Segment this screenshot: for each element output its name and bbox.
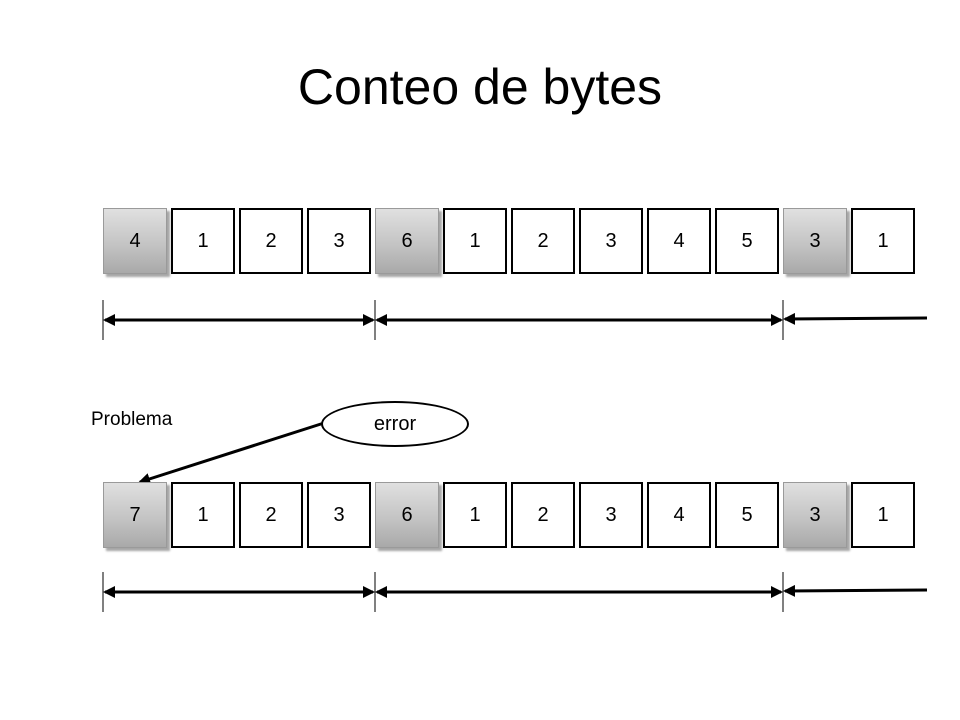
- data-byte-cell: 3: [307, 208, 371, 274]
- data-byte-cell: 1: [443, 482, 507, 548]
- data-byte-cell: 1: [851, 482, 915, 548]
- data-byte-cell: 2: [511, 208, 575, 274]
- data-byte-cell: 1: [171, 482, 235, 548]
- data-byte-cell: 2: [511, 482, 575, 548]
- count-byte-cell: 6: [375, 482, 439, 548]
- problem-label: Problema: [91, 409, 173, 430]
- row2-frame-arrows: [102, 572, 928, 612]
- data-byte-cell: 5: [715, 208, 779, 274]
- count-byte-cell: 3: [783, 208, 847, 274]
- row1-frame-arrows: [102, 300, 928, 340]
- frame-span-arrow: [783, 584, 928, 597]
- data-byte-cell: 1: [443, 208, 507, 274]
- count-byte-cell: 6: [375, 208, 439, 274]
- data-byte-cell: 3: [307, 482, 371, 548]
- data-byte-cell: 4: [647, 208, 711, 274]
- slide-title: Conteo de bytes: [297, 59, 663, 115]
- data-byte-cell: 2: [239, 482, 303, 548]
- data-byte-cell: 1: [851, 208, 915, 274]
- data-byte-cell: 3: [579, 208, 643, 274]
- count-byte-cell: 3: [783, 482, 847, 548]
- count-byte-cell: 4: [103, 208, 167, 274]
- data-byte-cell: 3: [579, 482, 643, 548]
- frame-span-arrow: [783, 312, 928, 325]
- error-pointer-arrow: [138, 421, 325, 485]
- error-bubble: error: [321, 401, 469, 447]
- data-byte-cell: 2: [239, 208, 303, 274]
- data-byte-cell: 1: [171, 208, 235, 274]
- count-byte-cell: 7: [103, 482, 167, 548]
- data-byte-cell: 5: [715, 482, 779, 548]
- data-byte-cell: 4: [647, 482, 711, 548]
